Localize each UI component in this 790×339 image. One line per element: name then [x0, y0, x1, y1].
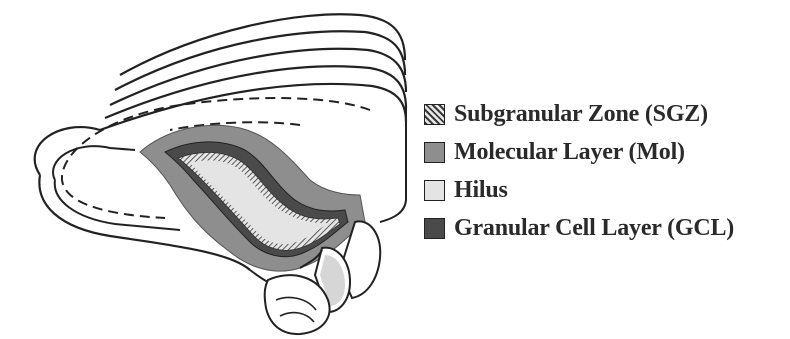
mol-swatch [424, 142, 445, 163]
legend-item-gcl: Granular Cell Layer (GCL) [424, 209, 786, 247]
sgz-swatch [424, 104, 445, 125]
contour-line-5 [100, 84, 406, 130]
legend-label-mol: Molecular Layer (Mol) [454, 139, 685, 166]
legend-item-mol: Molecular Layer (Mol) [424, 133, 786, 171]
contour-line-2 [115, 31, 405, 90]
legend: Subgranular Zone (SGZ) Molecular Layer (… [424, 95, 786, 247]
legend-item-sgz: Subgranular Zone (SGZ) [424, 95, 786, 133]
contour-line-1 [120, 14, 405, 75]
gcl-swatch [424, 218, 445, 239]
legend-label-gcl: Granular Cell Layer (GCL) [454, 215, 734, 242]
legend-label-sgz: Subgranular Zone (SGZ) [454, 101, 708, 128]
hilus-swatch [424, 180, 445, 201]
right-boundary [380, 108, 406, 222]
legend-item-hilus: Hilus [424, 171, 786, 209]
legend-label-hilus: Hilus [454, 177, 508, 204]
